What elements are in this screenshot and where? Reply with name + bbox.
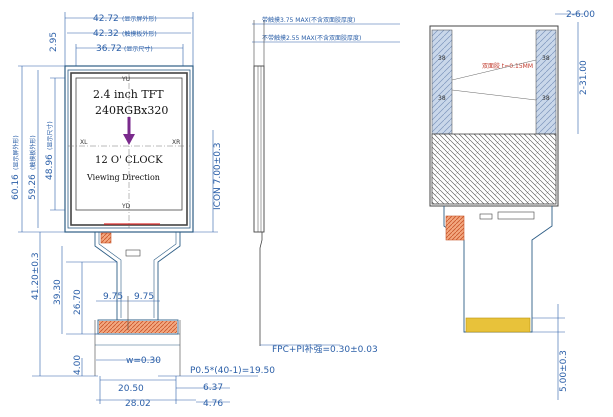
dim-active-height-note: (显示尺寸) (46, 121, 54, 150)
dim-fpc-thickness: FPC+PI补强=0.30±0.03 (272, 343, 378, 355)
screen-line-viewing: Viewing Direction (86, 173, 160, 182)
dim-outer-height: 60.16 (11, 174, 21, 200)
tape-note: 双面胶 t=0.15MM (482, 62, 533, 70)
dim-active-height: 48.96 (45, 154, 55, 180)
dim-w: w=0.30 (126, 356, 161, 366)
dim-back-bottom: 5.00±0.3 (559, 350, 569, 392)
back-fpc-stiffener (445, 215, 465, 241)
fpc-ic-pad (100, 232, 112, 244)
dim-bottom-a: 20.50 (118, 384, 144, 394)
tape-mark-4: 38 (542, 95, 550, 102)
screen-line-clock: 12 O' CLOCK (95, 155, 163, 166)
dim-pitch: P0.5*(40-1)=19.50 (190, 366, 275, 376)
screen-line-resolution: 240RGBx320 (95, 104, 168, 117)
dim-glass-height-note: (触摸板外形) (29, 135, 37, 170)
dim-back-right: 2-31.00 (579, 60, 589, 95)
dim-fpc-left: 9.75 (103, 292, 123, 302)
fpc-contact-pads (99, 321, 177, 333)
side-view: 带触摸3.75 MAX(不含双面胶厚度) 不带触摸2.55 MAX(不含双面胶厚… (252, 16, 400, 355)
tape-left (431, 29, 453, 135)
side-panel (253, 65, 265, 233)
tape-mark-3: 38 (542, 55, 550, 62)
dim-fpc-len-b: 26.70 (73, 289, 83, 315)
dim-icon: ICON 7.00±0.3 (213, 142, 223, 210)
dim-active-width: 36.72 (96, 44, 122, 54)
front-view: 42.72 (显示屏外形) 42.32 (触摸板外形) 36.72 (显示尺寸)… (11, 12, 275, 409)
dim-fpc-right: 9.75 (134, 292, 154, 302)
label-yu: YU (121, 76, 130, 83)
fpc-tail (94, 232, 181, 321)
dim-fpc-len-a: 39.30 (53, 279, 63, 305)
tape-mark-1: 38 (438, 55, 446, 62)
dim-outer-width-note: (显示屏外形) (122, 15, 157, 23)
dim-glass-width: 42.32 (93, 29, 119, 39)
dim-active-width-note: (显示尺寸) (124, 45, 153, 53)
dim-with-touch: 带触摸3.75 MAX(不含双面胶厚度) (262, 16, 355, 24)
gold-contacts (465, 317, 531, 333)
label-yd: YD (121, 203, 131, 210)
dim-right-b: 4.76 (203, 399, 223, 409)
side-fpc (259, 232, 263, 346)
dim-glass-height: 59.26 (28, 174, 38, 200)
dim-without-touch: 不带触摸2.55 MAX(不含双面胶厚度) (262, 34, 361, 42)
viewing-arrow-head (123, 134, 135, 145)
dim-back-top: 2-6.00 (566, 10, 595, 20)
screen-line-size: 2.4 inch TFT (93, 88, 164, 101)
dim-outer-width: 42.72 (93, 14, 119, 24)
backlight-pattern (431, 133, 557, 205)
back-view: 2-6.00 2-31.00 38 38 38 38 双面胶 t=0.15MM … (429, 10, 595, 400)
dim-bottom-b: 28.02 (125, 399, 151, 409)
dim-glass-width-note: (触摸板外形) (122, 30, 157, 38)
label-xr: XR (172, 139, 180, 146)
label-xl: XL (80, 139, 88, 146)
dim-contact: 4.00 (73, 355, 83, 375)
dim-outer-height-note: (显示屏外形) (12, 135, 20, 170)
dim-total-height: 41.20±0.3 (31, 252, 41, 300)
dim-right-a: 6.37 (203, 383, 223, 393)
dim-top-offset: 2.95 (49, 32, 59, 52)
tape-right (535, 29, 557, 135)
tape-mark-2: 38 (438, 95, 446, 102)
